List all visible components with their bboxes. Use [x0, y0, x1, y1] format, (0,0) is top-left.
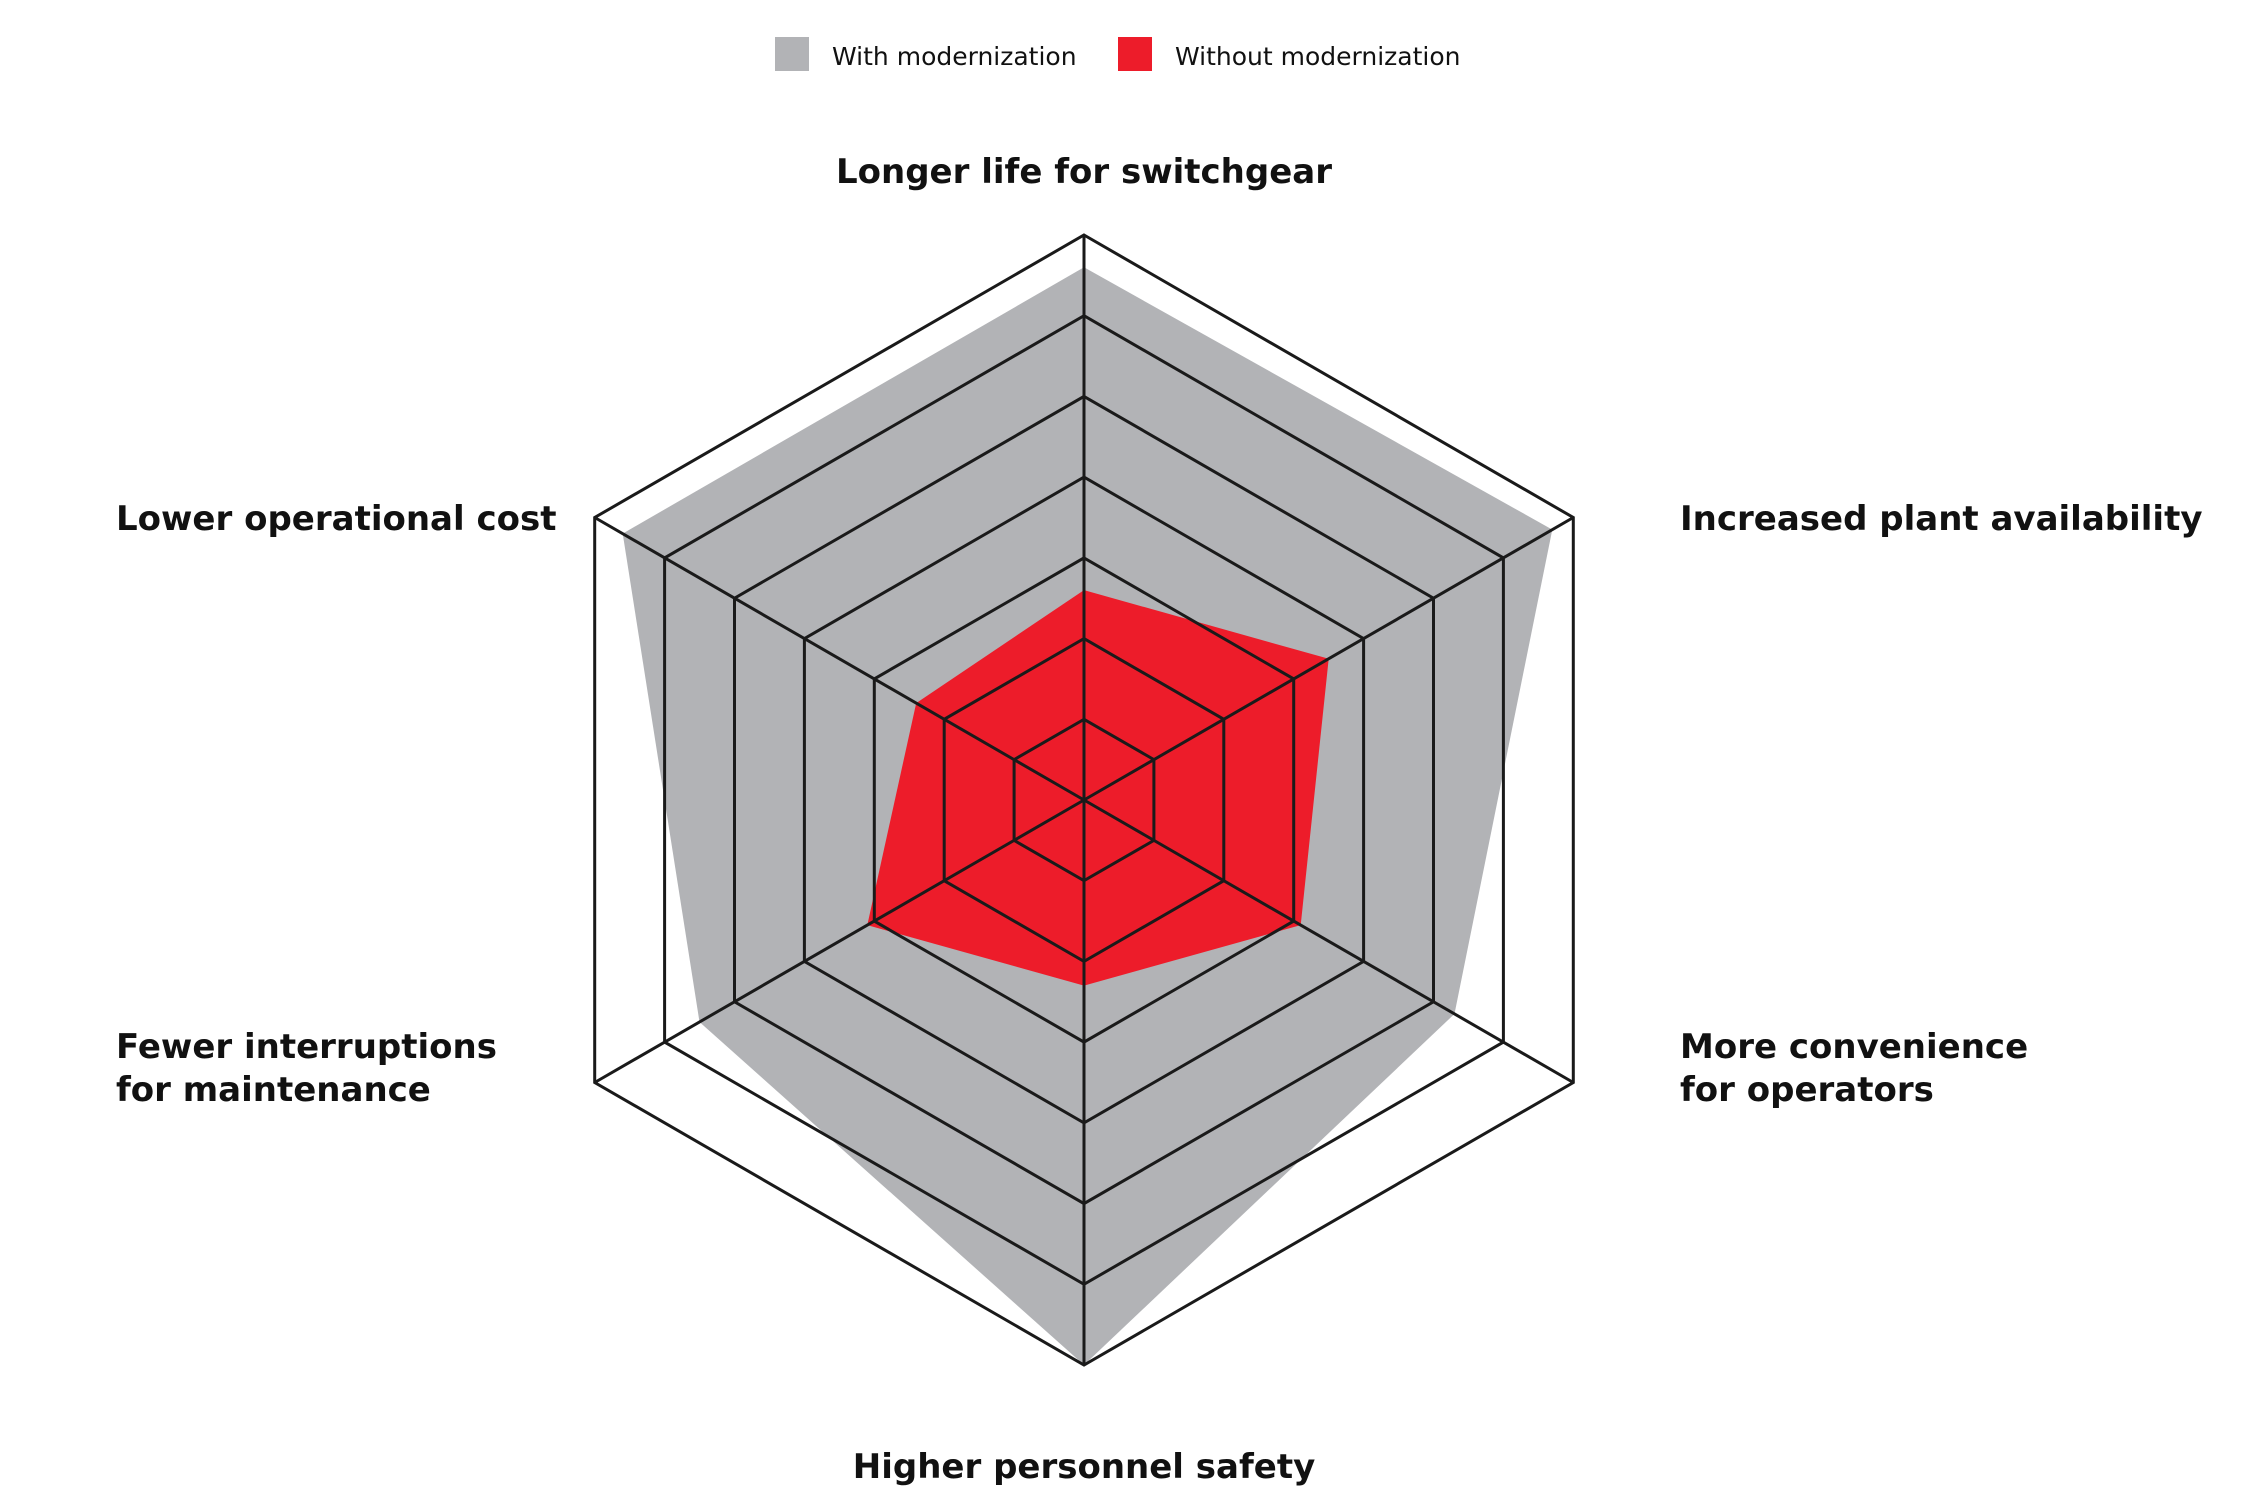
axis-label-5: Lower operational cost [116, 499, 556, 539]
axis-label-3-line-0: Higher personnel safety [853, 1447, 1316, 1487]
grid-spoke-2 [1083, 798, 1575, 1084]
axis-label-4-line-1: for maintenance [116, 1070, 431, 1110]
axis-label-0: Longer life for switchgear [836, 152, 1332, 192]
legend-swatch-0 [775, 37, 809, 71]
grid-spoke-4 [593, 798, 1085, 1084]
axis-label-2-line-1: for operators [1680, 1070, 1934, 1110]
grid-spoke-1 [1083, 516, 1575, 802]
grid-spoke-5 [593, 516, 1085, 802]
axis-label-5-line-0: Lower operational cost [116, 499, 556, 539]
axis-label-1: Increased plant availability [1680, 499, 2203, 539]
legend-label-0: With modernization [832, 42, 1077, 71]
axis-label-1-line-0: Increased plant availability [1680, 499, 2203, 539]
grid-layer [593, 233, 1575, 1367]
legend: With modernization Without modernization [775, 37, 1461, 71]
axis-label-3: Higher personnel safety [853, 1447, 1316, 1487]
axis-label-2-line-0: More convenience [1680, 1027, 2028, 1067]
legend-swatch-1 [1118, 37, 1152, 71]
axis-label-0-line-0: Longer life for switchgear [836, 152, 1332, 192]
axis-label-4-line-0: Fewer interruptions [116, 1027, 497, 1067]
legend-label-1: Without modernization [1175, 42, 1461, 71]
